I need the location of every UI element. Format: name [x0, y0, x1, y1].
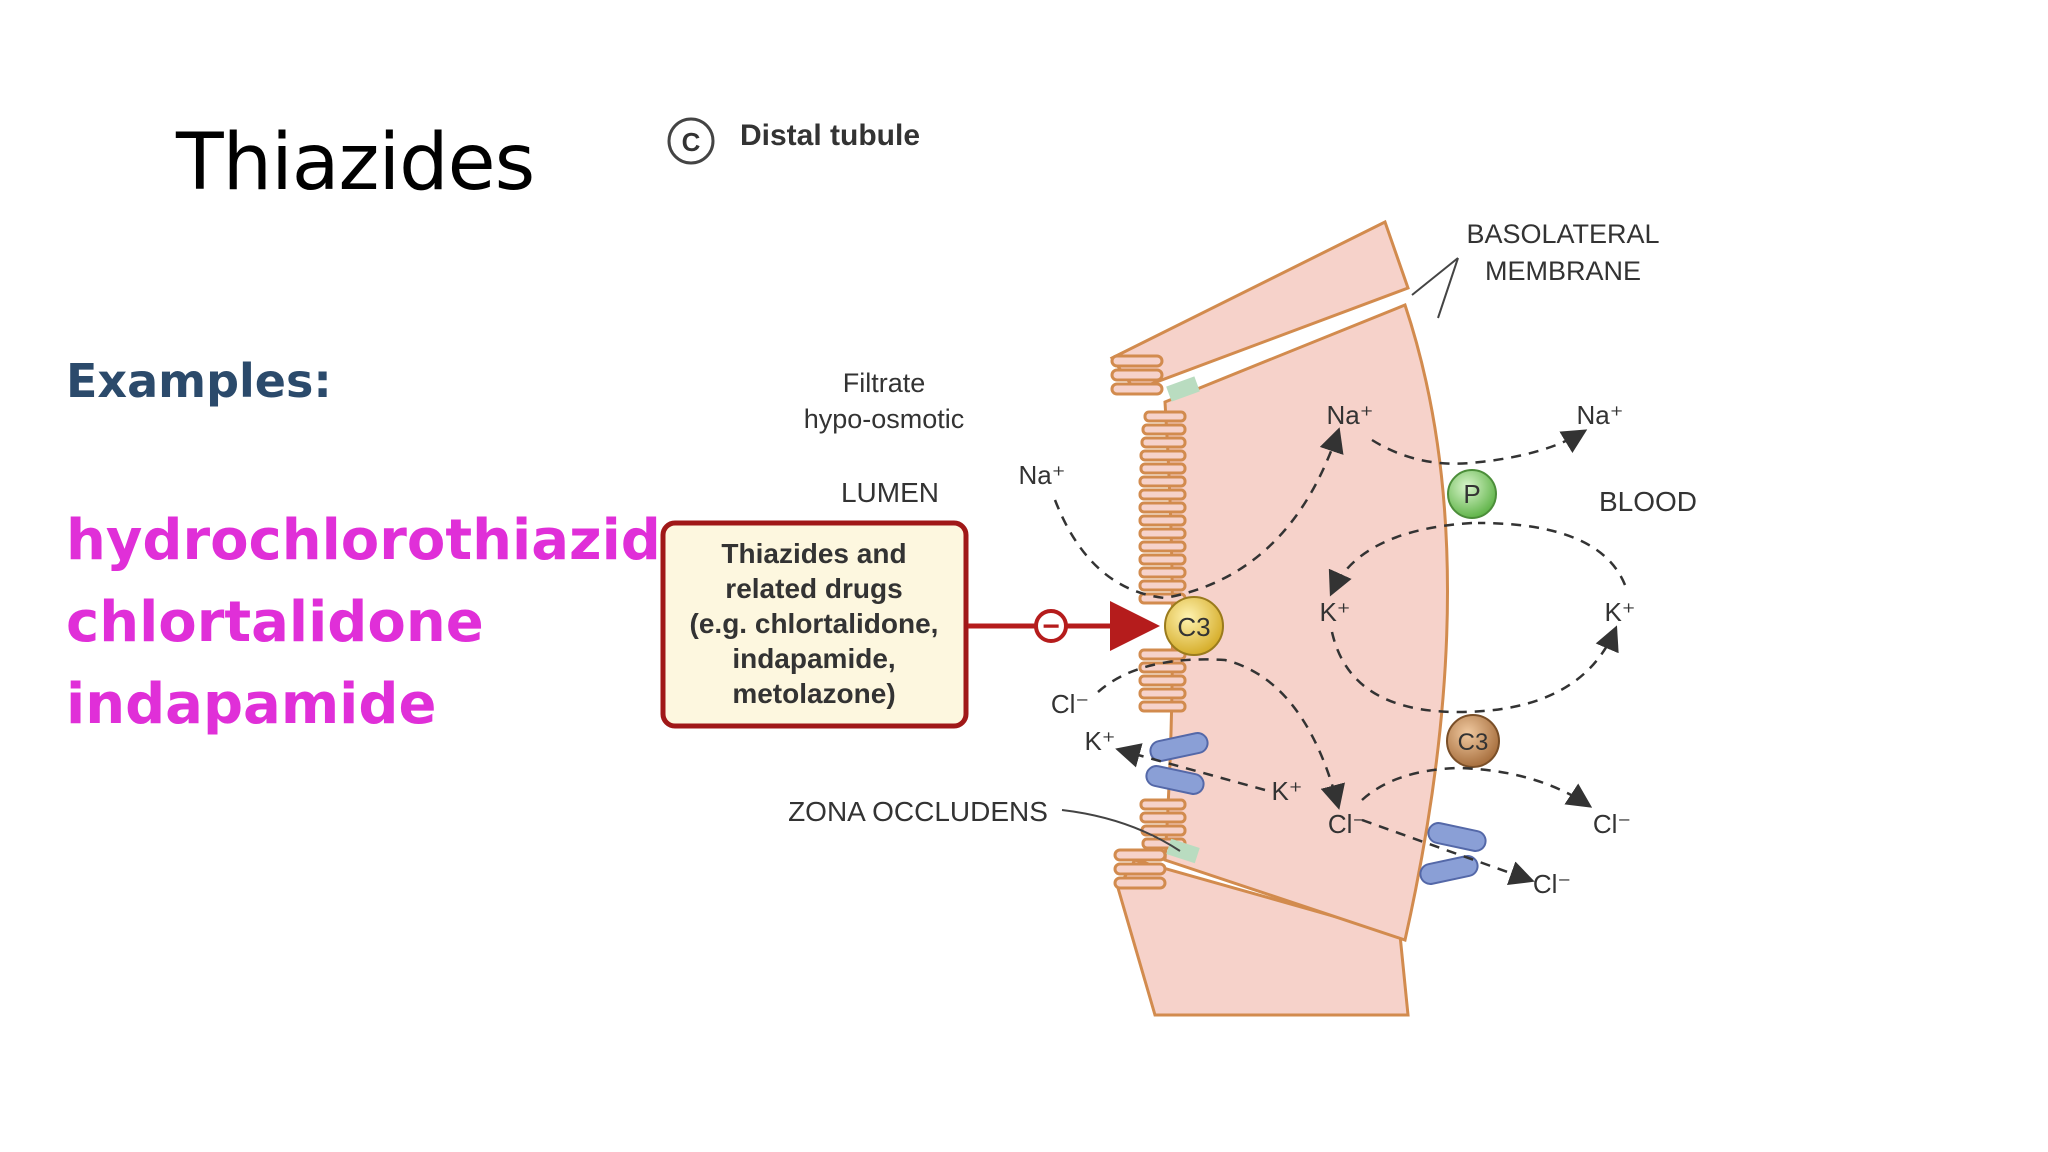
zona-occludens-label: ZONA OCCLUDENS	[788, 796, 1048, 827]
drug-box-frame	[660, 520, 969, 729]
inhibition-symbol: −	[1042, 610, 1060, 643]
drug-item-indapamide: indapamide	[66, 672, 437, 737]
brush-border	[1110, 354, 1187, 890]
drug-box-line-1: Thiazides and	[721, 538, 906, 569]
ion-cl-cell: Cl⁻	[1328, 809, 1366, 839]
cl-channel-upper	[1427, 822, 1487, 852]
cl-entry-path	[1097, 658, 1345, 810]
ion-k-cell: K⁺	[1319, 597, 1350, 627]
drug-box-line-5: metolazone)	[732, 678, 895, 709]
ion-cl-blood-1: Cl⁻	[1593, 809, 1631, 839]
lumen-label: LUMEN	[841, 477, 939, 508]
ion-na-cell: Na⁺	[1327, 400, 1374, 430]
ion-k-blood: K⁺	[1604, 597, 1635, 627]
k-channel-upper	[1149, 732, 1209, 762]
basolateral-label-line2: MEMBRANE	[1485, 256, 1641, 286]
panel-title: Distal tubule	[740, 119, 920, 152]
panel-letter-circle	[667, 117, 715, 165]
basolateral-label-line1: BASOLATERAL	[1466, 219, 1659, 249]
panel-label: C Distal tubule	[667, 117, 920, 165]
k-blood-return-path	[1477, 521, 1627, 586]
filtrate-label-line2: hypo-osmotic	[804, 404, 965, 434]
drug-item-chlortalidone: chlortalidone	[66, 590, 484, 655]
drug-item-hydrochlorothiazide: hydrochlorothiazide	[66, 508, 699, 573]
nacl-cotransporter	[1164, 596, 1224, 656]
cl-channel-lower	[1419, 855, 1479, 885]
k-pump-cell-path	[1328, 521, 1473, 597]
k-pump-blood-path	[1330, 625, 1619, 714]
ion-na-blood: Na⁺	[1577, 400, 1624, 430]
drug-list: hydrochlorothiazide chlortalidone indapa…	[66, 500, 699, 746]
na-k-pump	[1447, 469, 1497, 519]
microvilli-apical	[1138, 410, 1187, 850]
drug-box-line-3: (e.g. chlortalidone,	[690, 608, 939, 639]
na-pump-path	[1371, 429, 1588, 465]
filtrate-label-line1: Filtrate	[843, 368, 926, 398]
microvilli-lower	[1113, 848, 1167, 890]
cl-blood-path-2	[1361, 818, 1535, 886]
drug-box-line-2: related drugs	[725, 573, 902, 604]
inhibition-symbol-circle	[1034, 609, 1068, 643]
examples-heading: Examples:	[66, 354, 332, 408]
basolateral-pointer-2	[1437, 257, 1459, 319]
ion-na-lumen: Na⁺	[1019, 460, 1066, 490]
drug-box-line-4: indapamide,	[732, 643, 895, 674]
k-cl-cotransporter	[1446, 714, 1500, 768]
nacl-cotransporter-label: C3	[1177, 612, 1210, 642]
na-entry-path	[1053, 427, 1344, 600]
k-secretion-path	[1115, 743, 1266, 792]
microvilli-upper	[1110, 354, 1164, 396]
na-k-pump-label: P	[1463, 479, 1480, 509]
panel-letter: C	[682, 127, 701, 157]
ion-k-lumen: K⁺	[1084, 726, 1115, 756]
ion-k-channel: K⁺	[1271, 776, 1302, 806]
slide-title: Thiazides	[176, 118, 535, 208]
ion-cl-lumen: Cl⁻	[1051, 689, 1089, 719]
basolateral-pointer-1	[1411, 257, 1459, 296]
ion-cl-blood-2: Cl⁻	[1533, 869, 1571, 899]
drug-box: Thiazides and related drugs (e.g. chlort…	[660, 520, 969, 729]
k-cl-cotransporter-label: C3	[1458, 729, 1489, 756]
zona-occludens-pointer	[1061, 809, 1181, 852]
k-channel-lower	[1145, 765, 1205, 795]
cl-blood-path-1	[1361, 766, 1593, 808]
tight-junction-upper	[1166, 376, 1200, 402]
tight-junction-lower	[1166, 838, 1200, 864]
blood-label: BLOOD	[1599, 486, 1697, 517]
